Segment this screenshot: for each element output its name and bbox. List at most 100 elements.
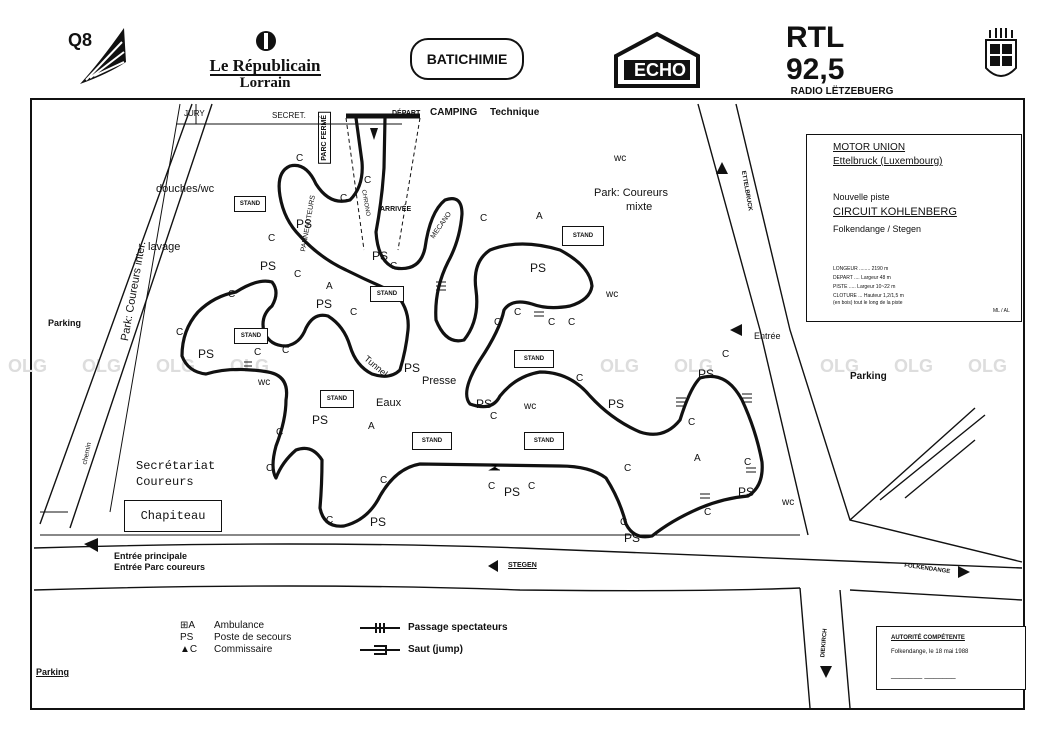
- c-marker: C: [620, 517, 628, 528]
- park-mixte-label1: Park: Coureurs: [594, 187, 668, 199]
- c-marker: C: [266, 463, 274, 474]
- rtl-main: RTL 92,5: [786, 20, 845, 86]
- c-marker: C: [490, 411, 498, 422]
- stand-box: STAND: [514, 350, 554, 368]
- c-marker: C: [350, 307, 358, 318]
- c-marker: C: [494, 317, 502, 328]
- legend-ps: Poste de secours: [214, 632, 292, 643]
- svg-text:OLG: OLG: [968, 356, 1007, 376]
- ambulance-marker: A: [536, 211, 543, 222]
- parking-bottom-label: Parking: [36, 667, 70, 677]
- c-marker: C: [296, 153, 304, 164]
- c-marker: C: [294, 269, 302, 280]
- spec-cloture: CLOTURE ... Hauteur 1,2/1,5 m: [833, 293, 904, 299]
- sponsor-banner: Q8 Le Républicain Lorrain BATICHIMIE ECH…: [0, 0, 1048, 100]
- passage-marks: [244, 281, 756, 499]
- ps-marker: PS: [698, 367, 715, 381]
- svg-text:OLG: OLG: [820, 356, 859, 376]
- start-funnel: [345, 117, 421, 251]
- q8-logo: Q8: [60, 22, 130, 86]
- ambulance-marker: A: [368, 421, 375, 432]
- direction-arrows: [84, 128, 970, 678]
- stand-box: STAND: [562, 226, 604, 246]
- technique-label: Technique: [490, 107, 540, 118]
- douches-label: douches/wc: [156, 183, 215, 195]
- lavage-label: lavage: [148, 241, 181, 253]
- ps-marker: PS: [738, 485, 755, 499]
- legend-saut: Saut (jump): [408, 644, 463, 655]
- ps-marker: PS: [476, 397, 493, 411]
- circuit-name: CIRCUIT KOHLENBERG: [833, 206, 957, 218]
- batichimie-logo: BATICHIMIE: [410, 38, 524, 80]
- authority-title: AUTORITÉ COMPÉTENTE: [891, 635, 965, 641]
- parc-ferme-label: PARC FERMÉ: [318, 112, 331, 164]
- stand-box: STAND: [370, 286, 404, 302]
- c-marker: C: [176, 327, 184, 338]
- race-track: [180, 117, 764, 539]
- spec-depart: DEPART .... Largeur 48 m: [833, 275, 891, 281]
- c-marker: C: [282, 345, 290, 356]
- republicain-line1: Le Républicain: [209, 55, 321, 76]
- authority-date: Folkendange, le 18 mai 1988: [891, 649, 969, 655]
- q8-text: Q8: [68, 30, 93, 50]
- c-marker: C: [488, 481, 496, 492]
- republicain-logo: Le Républicain Lorrain: [205, 28, 325, 94]
- c-marker: C: [276, 427, 284, 438]
- circuit-place: Folkendange / Stegen: [833, 224, 922, 234]
- c-marker: C: [480, 213, 488, 224]
- echo-text: ECHO: [634, 60, 687, 80]
- wc-label: wc: [782, 497, 795, 508]
- spec-cloture-note: (en bois) tout le long de la piste: [833, 300, 903, 306]
- ambulance-marker: A: [694, 453, 701, 464]
- enclosure-line: [40, 103, 181, 513]
- authority-panel: AUTORITÉ COMPÉTENTE Folkendange, le 18 m…: [876, 626, 1026, 690]
- wc-label: wc: [524, 401, 537, 412]
- ps-marker: PS: [312, 413, 329, 427]
- c-marker: C: [624, 463, 632, 474]
- spec-piste: PISTE ..... Largeur 10~22 m: [833, 284, 896, 290]
- stand-box: STAND: [524, 432, 564, 450]
- c-marker: C: [744, 457, 752, 468]
- map-frame: [30, 98, 1025, 710]
- c-marker: C: [326, 515, 334, 526]
- chapiteau-box: Chapiteau: [124, 500, 222, 532]
- c-marker: C: [568, 317, 576, 328]
- legend-ambulance-symbol: ⊞A: [180, 620, 196, 631]
- secretariat-label1: Secrétariat: [136, 459, 216, 473]
- c-marker: C: [228, 289, 236, 300]
- echo-house-icon: [614, 31, 700, 88]
- entree-principale-label: Entrée principale: [114, 551, 188, 561]
- ps-marker: PS: [608, 397, 625, 411]
- ps-marker: PS: [296, 217, 313, 231]
- spec-longueur: LONGEUR ........ 2190 m: [833, 266, 889, 272]
- stand-box: STAND: [234, 328, 268, 344]
- c-marker: C: [576, 373, 584, 384]
- legend-c: Commissaire: [214, 644, 273, 655]
- park-mixte-label2: mixte: [626, 201, 653, 213]
- enclosure-line-2: [40, 104, 800, 536]
- republicain-emblem-icon: [256, 31, 276, 51]
- c-marker: C: [704, 507, 712, 518]
- entree-parc-label: Entrée Parc coureurs: [114, 562, 206, 572]
- echo-logo: ECHO: [612, 30, 702, 88]
- c-marker: C: [548, 317, 556, 328]
- legend-passage: Passage spectateurs: [408, 622, 508, 633]
- c-marker: C: [380, 475, 388, 486]
- c-marker: C: [390, 261, 398, 272]
- ps-marker: PS: [370, 515, 387, 529]
- new-track-label: Nouvelle piste: [833, 192, 890, 202]
- ps-marker: PS: [260, 259, 277, 273]
- q8-sail-icon: [80, 28, 126, 84]
- rtl-logo: RTL 92,5 RADIO LËTZEBUERG: [786, 21, 898, 97]
- stegen-label: STEGEN: [508, 562, 537, 569]
- c-marker: C: [254, 347, 262, 358]
- authority-signature: _______ _______: [891, 670, 956, 679]
- republicain-line2: Lorrain: [239, 74, 291, 91]
- presse-label: Presse: [422, 375, 457, 387]
- bbb-logo: [982, 26, 1020, 86]
- roads: [33, 103, 1023, 709]
- wc-label: wc: [614, 153, 627, 164]
- c-marker: C: [688, 417, 696, 428]
- c-marker: C: [722, 349, 730, 360]
